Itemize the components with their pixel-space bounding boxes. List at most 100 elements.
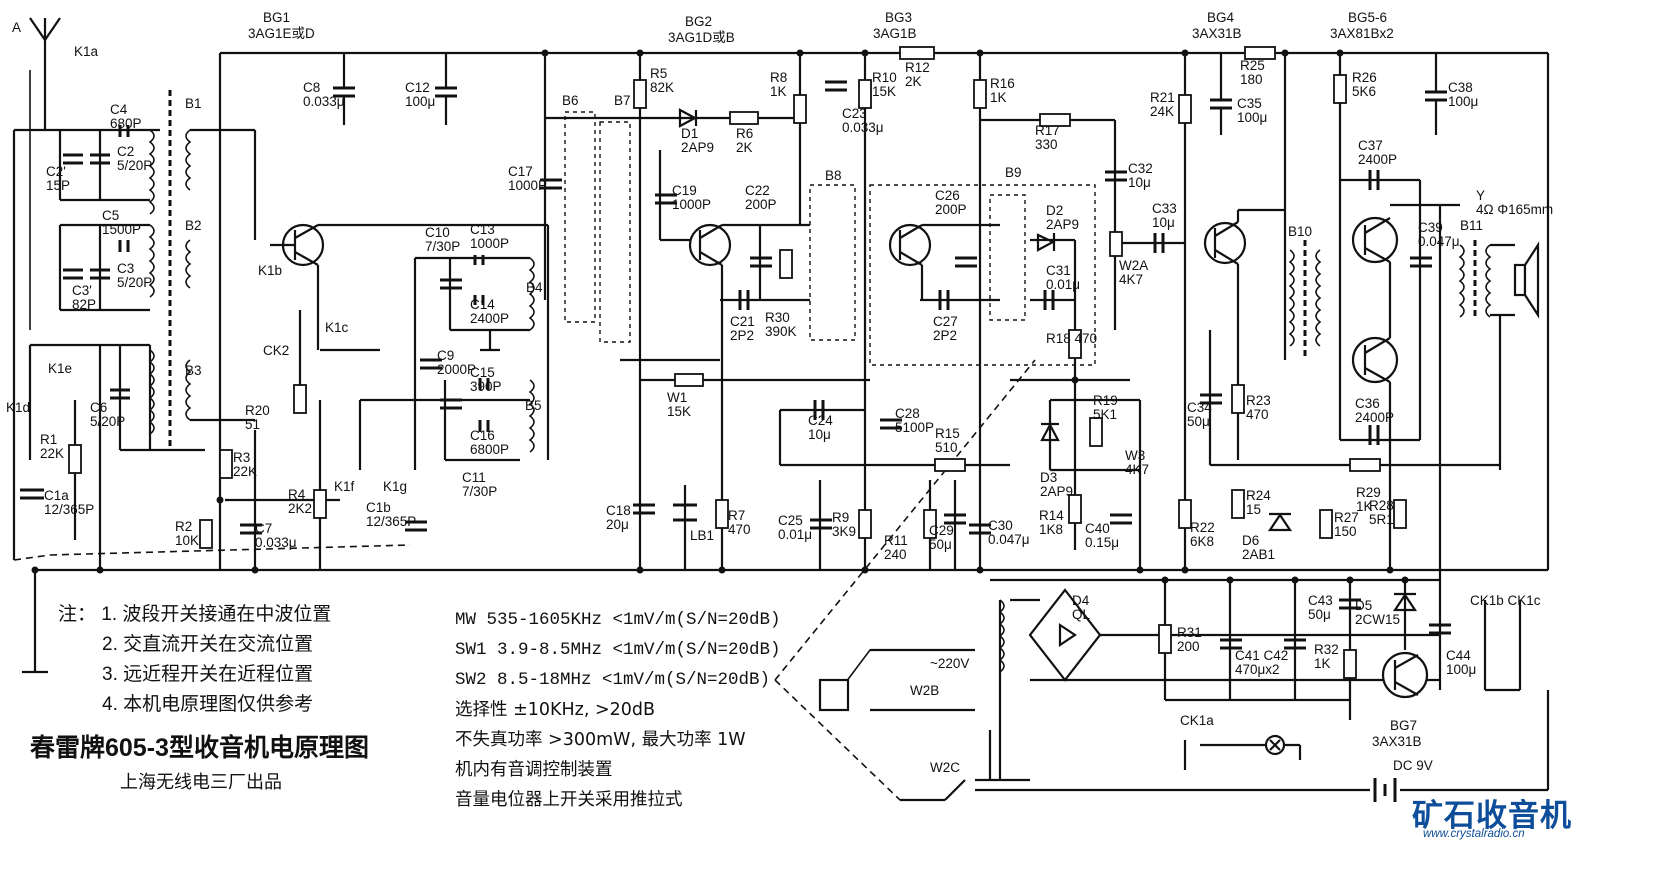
bg2-name: BG2 <box>685 14 712 29</box>
if-stage-1 <box>543 53 870 570</box>
component-label-k1b: K1b <box>258 263 282 278</box>
input-coils <box>148 90 257 450</box>
component-label-k1d: K1d <box>6 400 30 415</box>
audio-driver <box>1115 53 1500 570</box>
capacitors <box>20 53 1451 650</box>
power-supply <box>774 359 1550 802</box>
component-label-k1g: K1g <box>383 479 407 494</box>
rails <box>22 51 1550 674</box>
spec-line: 不失真功率 >300mW, 最大功率 1W <box>455 730 746 750</box>
note-line: 3. 远近程开关在近程位置 <box>102 664 314 685</box>
spec-line: SW2 8.5-18MHz <1mV/m(S/N=20dB) <box>455 670 771 690</box>
component-label-dc: DC 9V <box>1393 758 1433 773</box>
component-label-k1c: K1c <box>325 320 349 335</box>
bg3-name: BG3 <box>885 10 912 25</box>
component-label-a: A <box>12 20 21 35</box>
spec-line: SW1 3.9-8.5MHz <1mV/m(S/N=20dB) <box>455 640 781 660</box>
bg56-type: 3AX81Bx2 <box>1330 26 1394 41</box>
component-label-b11: B11 <box>1460 218 1483 233</box>
logo-text: 矿石收音机 <box>1412 798 1572 834</box>
spec-line: MW 535-1605KHz <1mV/m(S/N=20dB) <box>455 610 781 630</box>
bg1-type: 3AG1E或D <box>248 26 315 41</box>
notes-block: 注： 1. 波段开关接通在中波位置 2. 交直流开关在交流位置 3. 远近程开关… <box>58 600 331 720</box>
diagram-title: 春雷牌605-3型收音机电原理图 <box>30 734 369 762</box>
component-label-c3-: C3'82P <box>72 283 96 312</box>
component-label-b7: B7 <box>614 93 631 108</box>
spec-line: 机内有音调控制装置 <box>455 760 613 780</box>
component-label-w2b: W2B <box>910 683 939 698</box>
bg7-type: 3AX31B <box>1372 734 1422 749</box>
component-label-k1e: K1e <box>48 361 72 376</box>
diodes <box>678 108 1418 648</box>
component-label-b6: B6 <box>562 93 579 108</box>
push-pull-output <box>1338 53 1540 690</box>
if-stage-2 <box>778 53 1142 570</box>
component-label-ck1a: CK1a <box>1180 713 1214 728</box>
component-label-c2-: C2'15P <box>46 164 70 193</box>
component-label-lb1: LB1 <box>690 528 714 543</box>
transistor-labels: BG1 3AG1E或D BG2 3AG1D或B BG3 3AG1B BG4 3A… <box>248 10 1422 749</box>
spec-line: 选择性 ±10KHz, >20dB <box>455 700 655 720</box>
bg56-name: BG5-6 <box>1348 10 1387 25</box>
component-label-k1a: K1a <box>74 44 99 59</box>
component-label-b1: B1 <box>185 96 202 111</box>
component-label-w2c: W2C <box>930 760 960 775</box>
manufacturer-label: 上海无线电三厂出品 <box>120 772 282 792</box>
component-label-b4: B4 <box>526 280 543 295</box>
component-label-ck1b-ck1c: CK1b CK1c <box>1470 593 1541 608</box>
bg2-type: 3AG1D或B <box>668 30 735 45</box>
